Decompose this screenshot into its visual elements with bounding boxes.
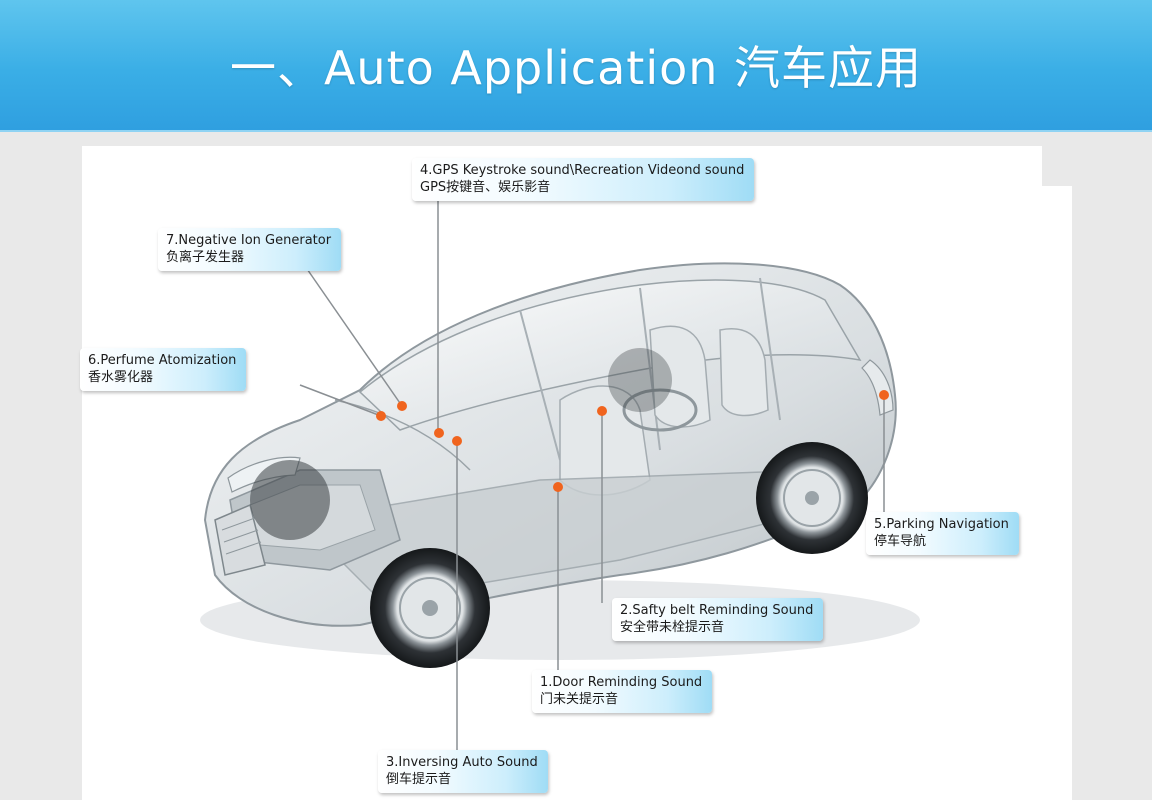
label-parking-zh: 停车导航: [874, 534, 927, 549]
label-belt: 2.Safty belt Reminding Sound 安全带未栓提示音: [612, 598, 824, 641]
dot-perfume: [376, 411, 386, 421]
label-gps-zh: GPS按键音、娱乐影音: [420, 180, 551, 195]
dot-parking: [879, 390, 889, 400]
label-parking-en: 5.Parking Navigation: [874, 517, 1009, 532]
label-ion: 7.Negative Ion Generator 负离子发生器: [158, 228, 342, 271]
label-door: 1.Door Reminding Sound 门未关提示音: [532, 670, 713, 713]
marker-dots: [376, 390, 889, 492]
dot-door: [553, 482, 563, 492]
dot-gps: [434, 428, 444, 438]
label-door-zh: 门未关提示音: [540, 692, 619, 707]
dot-reverse: [452, 436, 462, 446]
label-parking: 5.Parking Navigation 停车导航: [866, 512, 1019, 555]
leader-ion: [304, 265, 403, 407]
label-perfume-en: 6.Perfume Atomization: [88, 353, 237, 368]
label-ion-en: 7.Negative Ion Generator: [166, 233, 332, 248]
label-belt-zh: 安全带未栓提示音: [620, 620, 725, 635]
car-illustration: [200, 262, 920, 668]
label-ion-zh: 负离子发生器: [166, 250, 245, 265]
label-reverse-en: 3.Inversing Auto Sound: [386, 755, 538, 770]
label-door-en: 1.Door Reminding Sound: [540, 675, 703, 690]
label-reverse: 3.Inversing Auto Sound 倒车提示音: [378, 750, 548, 793]
title-banner: 一、Auto Application 汽车应用: [0, 0, 1152, 132]
label-reverse-zh: 倒车提示音: [386, 772, 452, 787]
page-title: 一、Auto Application 汽车应用: [229, 41, 923, 95]
dot-ion: [397, 401, 407, 411]
label-belt-en: 2.Safty belt Reminding Sound: [620, 603, 814, 618]
panel-notch: [1042, 146, 1076, 186]
dot-belt: [597, 406, 607, 416]
label-perfume-zh: 香水雾化器: [88, 370, 154, 385]
label-gps: 4.GPS Keystroke sound\Recreation Videond…: [412, 158, 755, 201]
label-perfume: 6.Perfume Atomization 香水雾化器: [80, 348, 247, 391]
leader-perfume: [299, 384, 382, 417]
label-gps-en: 4.GPS Keystroke sound\Recreation Videond…: [420, 163, 745, 178]
leader-lines: [299, 178, 885, 755]
